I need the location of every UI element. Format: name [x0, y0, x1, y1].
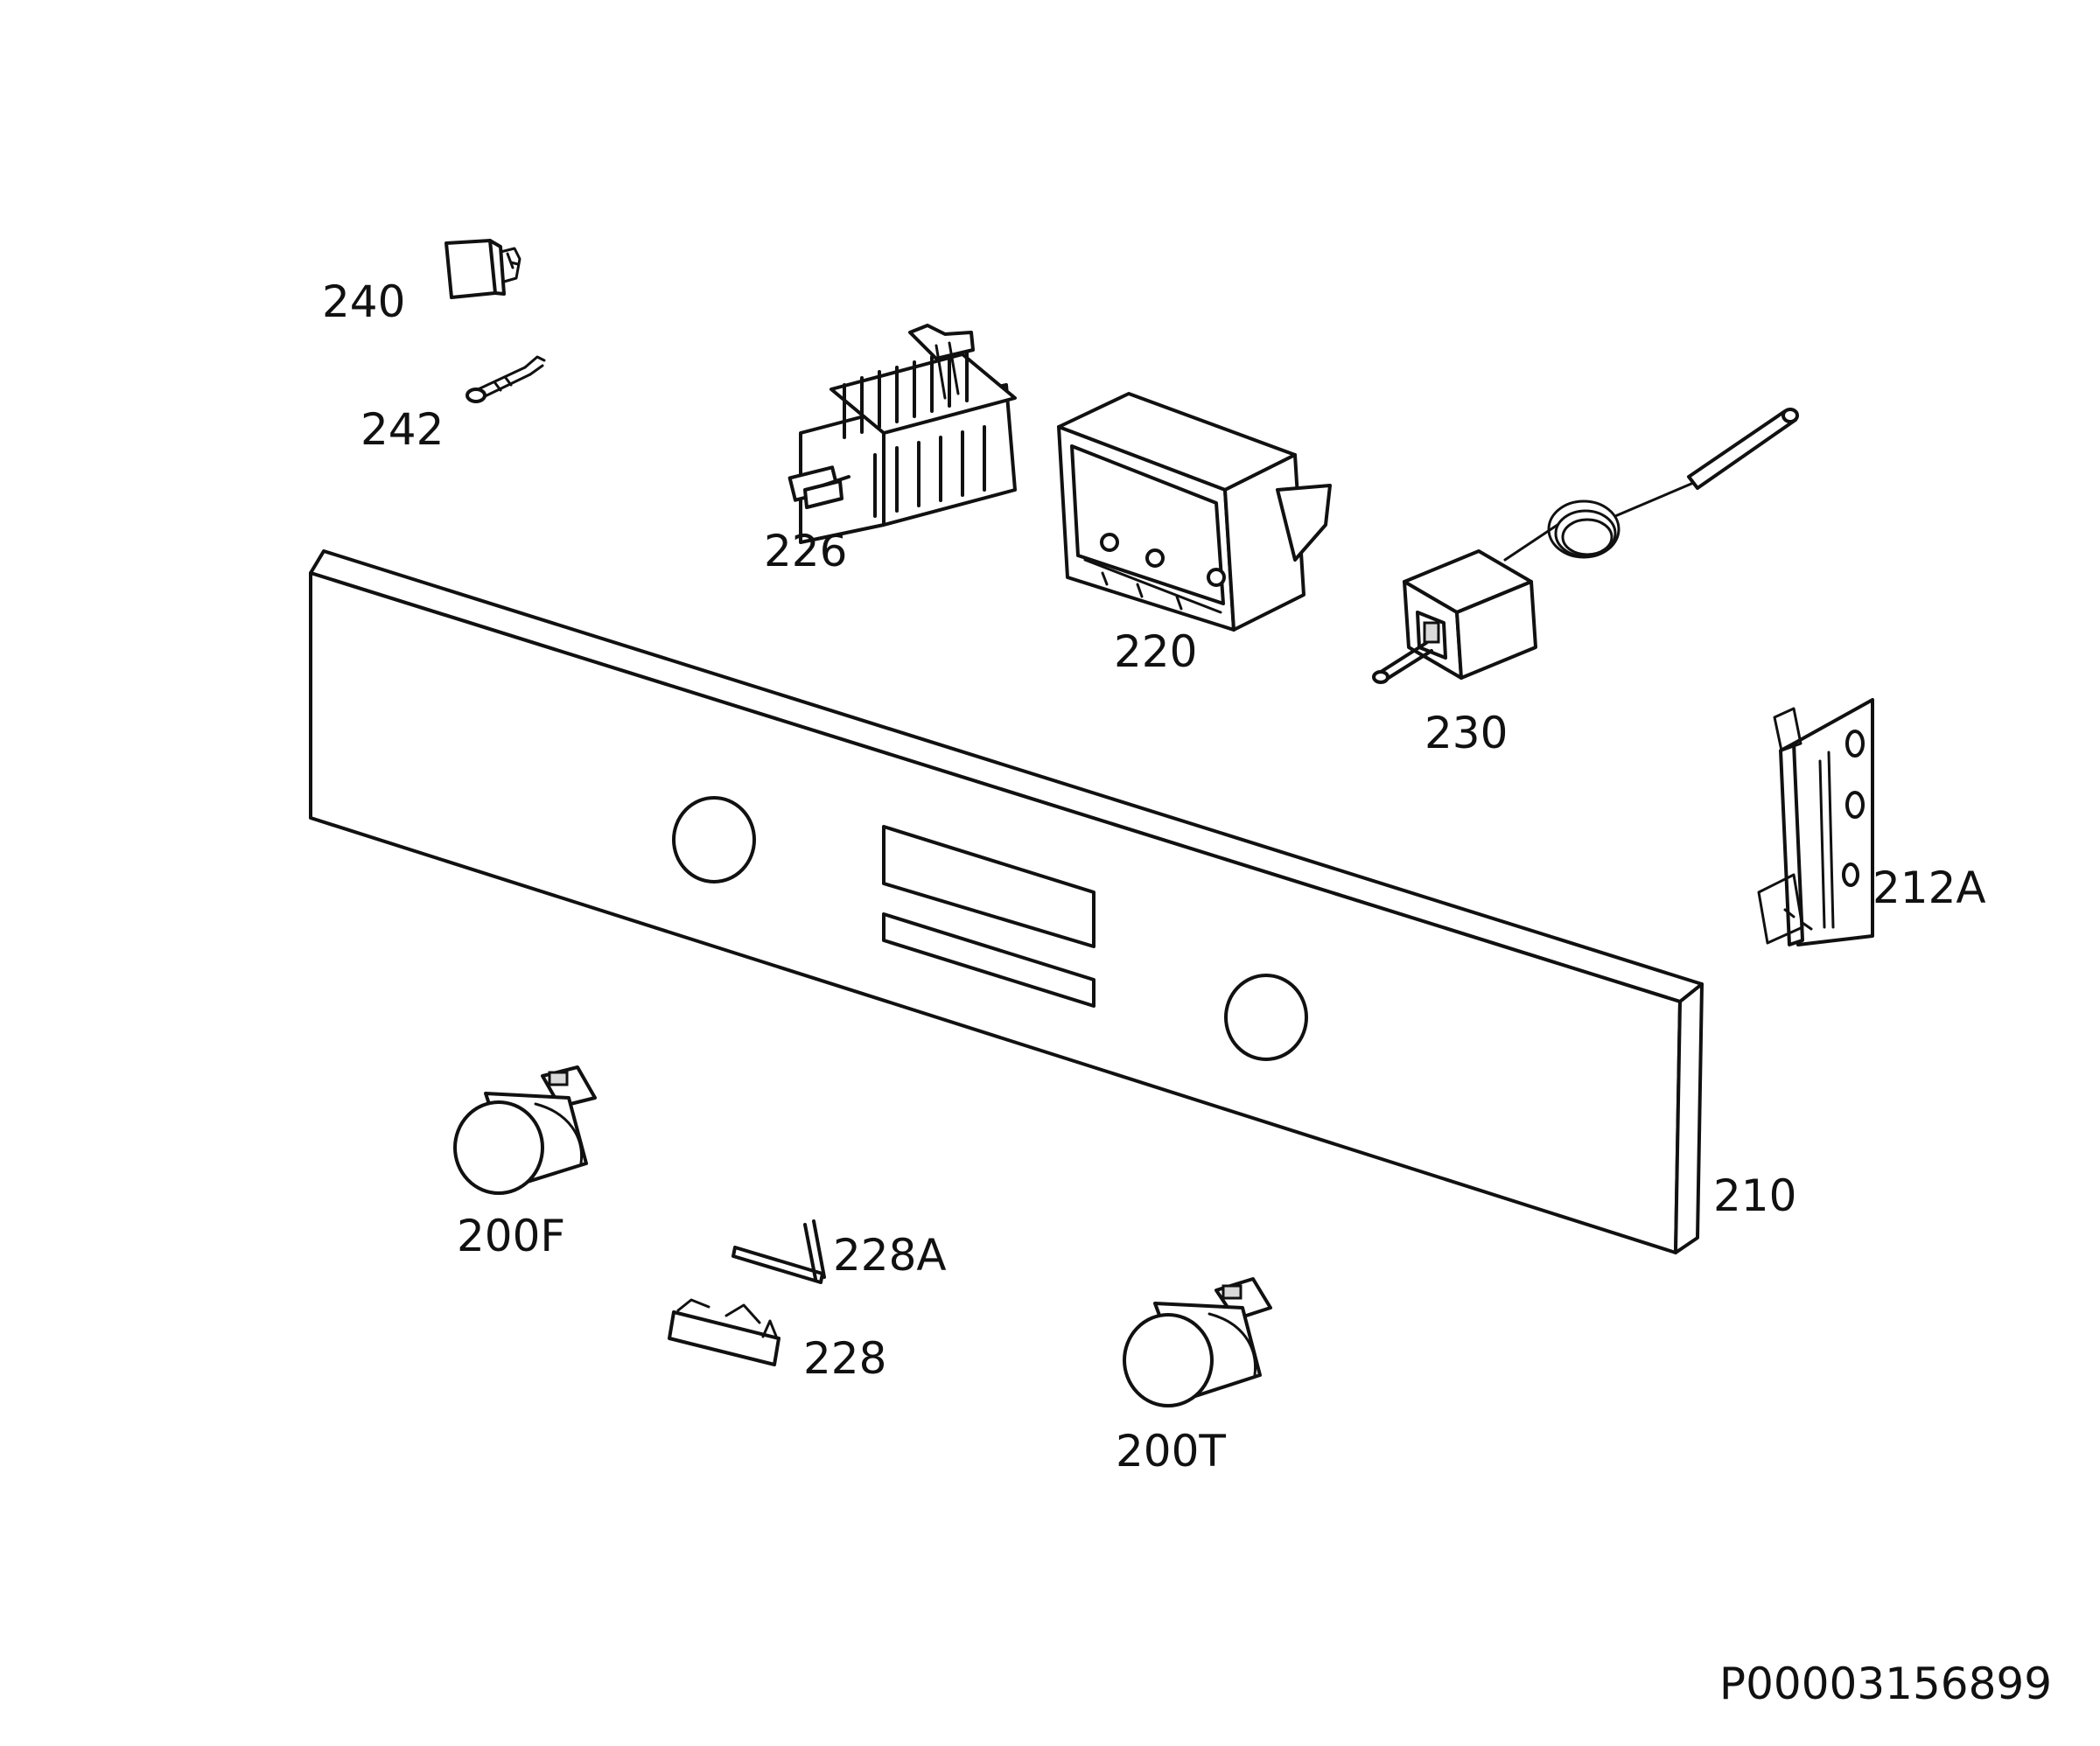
part-228-lamp-holder	[668, 1298, 780, 1366]
label-228: 228	[803, 1333, 886, 1384]
part-240-button-cap	[444, 239, 522, 299]
part-242-pin	[466, 355, 546, 403]
label-226: 226	[764, 526, 847, 576]
label-240: 240	[322, 276, 405, 327]
label-230: 230	[1424, 708, 1508, 758]
part-230-thermostat	[1372, 408, 1799, 684]
part-226-selector-switch	[788, 324, 1017, 544]
part-228A-rod	[732, 1219, 826, 1284]
label-212A: 212A	[1872, 863, 1986, 913]
label-200F: 200F	[457, 1211, 565, 1261]
drawing-reference-number: P00003156899	[1719, 1659, 2052, 1709]
label-200T: 200T	[1116, 1426, 1226, 1477]
part-200T-knob	[1123, 1277, 1272, 1407]
part-220-timer-module	[1057, 392, 1332, 632]
label-210: 210	[1713, 1170, 1796, 1221]
label-220: 220	[1114, 626, 1197, 677]
label-228A: 228A	[833, 1230, 947, 1281]
part-200F-knob	[453, 1065, 597, 1195]
label-242: 242	[360, 404, 444, 455]
part-210-control-panel	[309, 549, 1704, 1254]
part-212A-bracket	[1757, 698, 1874, 946]
